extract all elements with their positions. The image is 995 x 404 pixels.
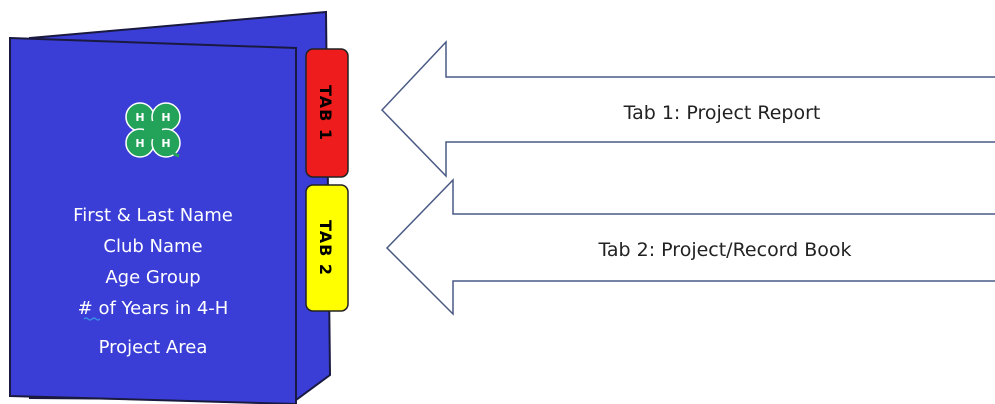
- tab-1-label: TAB 1: [316, 85, 335, 141]
- arrow-tab-2: Tab 2: Project/Record Book: [385, 178, 995, 316]
- spellcheck-squiggle: [83, 317, 101, 321]
- tab-2: TAB 2: [305, 184, 349, 312]
- clover-letter-3: H: [135, 137, 144, 150]
- clover-letter-1: H: [135, 111, 144, 124]
- tab-1-body: [305, 48, 349, 178]
- cover-line-age-group: Age Group: [105, 267, 200, 288]
- clover-letter-2: H: [161, 111, 170, 124]
- cover-line-project-area: Project Area: [99, 337, 208, 358]
- clover-letter-4: H: [161, 137, 170, 150]
- binder-front-cover: [9, 36, 297, 404]
- arrow-tab-1-label: Tab 1: Project Report: [623, 102, 821, 124]
- arrow-tab-1-shape: [380, 40, 995, 178]
- arrow-tab-1: Tab 1: Project Report: [380, 40, 995, 178]
- four-leaf-clover-icon: H H H H: [125, 102, 181, 158]
- cover-line-name: First & Last Name: [73, 205, 233, 226]
- arrow-tab-2-label: Tab 2: Project/Record Book: [597, 239, 851, 261]
- tab-2-body: [305, 184, 349, 312]
- cover-line-club: Club Name: [103, 236, 202, 257]
- tab-2-label: TAB 2: [316, 220, 335, 276]
- tab-1: TAB 1: [305, 48, 349, 178]
- cover-line-years: # of Years in 4-H: [78, 298, 229, 319]
- arrow-tab-2-shape: [385, 178, 995, 316]
